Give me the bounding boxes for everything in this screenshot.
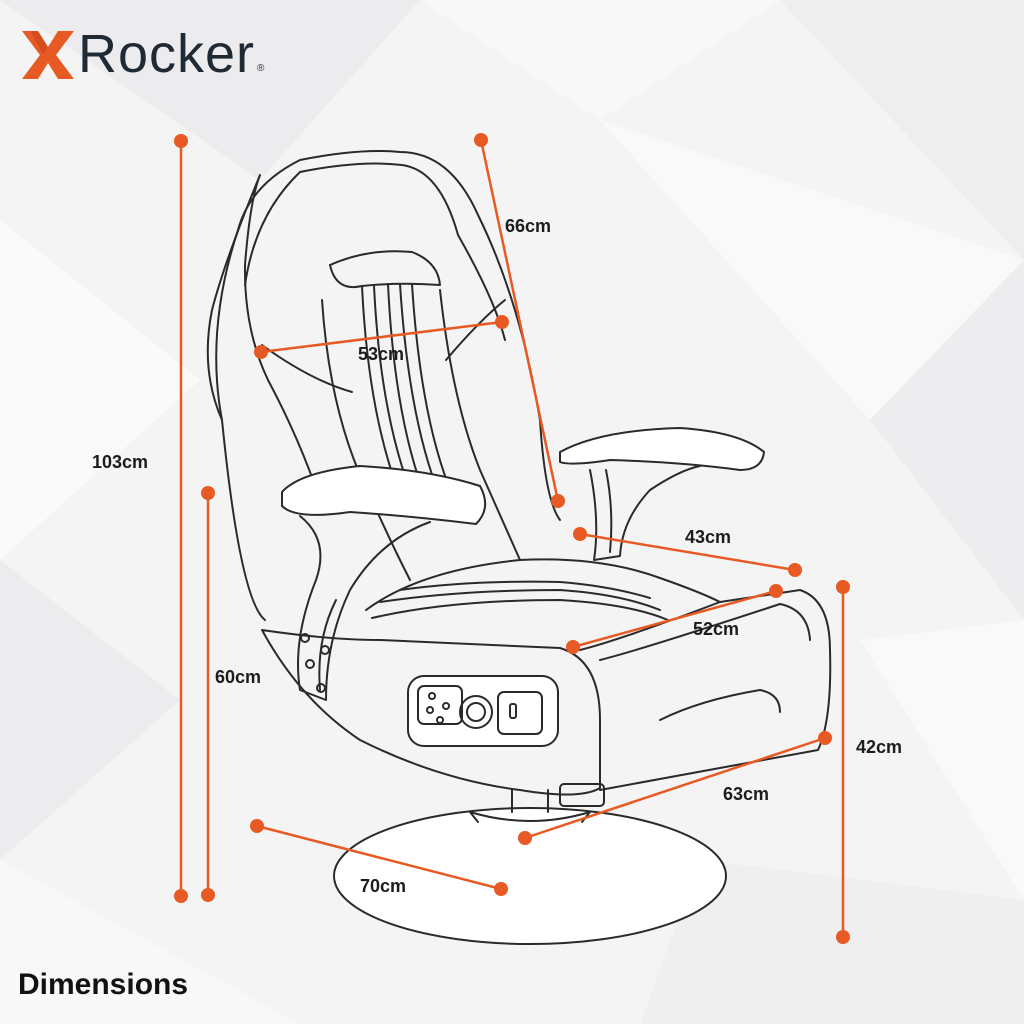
page-title: Dimensions — [18, 968, 189, 1001]
label-seat-depth: 52cm — [693, 619, 740, 639]
endpoint-dot — [494, 882, 508, 896]
measurement-endpoints — [174, 133, 850, 944]
endpoint-dot — [518, 831, 532, 845]
x-logo-icon — [22, 31, 74, 79]
label-side-height: 42cm — [856, 737, 903, 757]
endpoint-dot — [495, 315, 509, 329]
label-total-height: 103cm — [92, 452, 149, 472]
endpoint-dot — [174, 889, 188, 903]
label-armrest-gap: 43cm — [685, 527, 732, 547]
endpoint-dot — [201, 486, 215, 500]
label-base-length: 63cm — [723, 784, 770, 804]
measurement-lines — [179, 138, 845, 939]
endpoint-dot — [474, 133, 488, 147]
base-63-line — [523, 736, 827, 840]
label-backrest-width: 53cm — [358, 344, 405, 364]
backrest-66-line — [479, 138, 560, 503]
armrest-43-line — [578, 532, 797, 572]
brand-logo-text: Rocker — [78, 24, 256, 84]
endpoint-dot — [566, 640, 580, 654]
endpoint-dot — [250, 819, 264, 833]
endpoint-dot — [818, 731, 832, 745]
seat-52-line — [571, 589, 778, 649]
endpoint-dot — [174, 134, 188, 148]
endpoint-dot — [836, 580, 850, 594]
diameter-70-line — [255, 824, 503, 891]
label-backrest-height: 66cm — [505, 216, 552, 236]
endpoint-dot — [788, 563, 802, 577]
endpoint-dot — [769, 584, 783, 598]
endpoint-dot — [836, 930, 850, 944]
brand-registered-mark: ® — [257, 63, 265, 74]
label-base-diameter: 70cm — [360, 876, 407, 896]
chair-outline — [206, 150, 832, 945]
endpoint-dot — [573, 527, 587, 541]
label-seat-height: 60cm — [215, 667, 262, 687]
brand-logo: Rocker ® — [18, 22, 264, 86]
width-53-line — [259, 320, 504, 354]
endpoint-dot — [201, 888, 215, 902]
endpoint-dot — [254, 345, 268, 359]
endpoint-dot — [551, 494, 565, 508]
